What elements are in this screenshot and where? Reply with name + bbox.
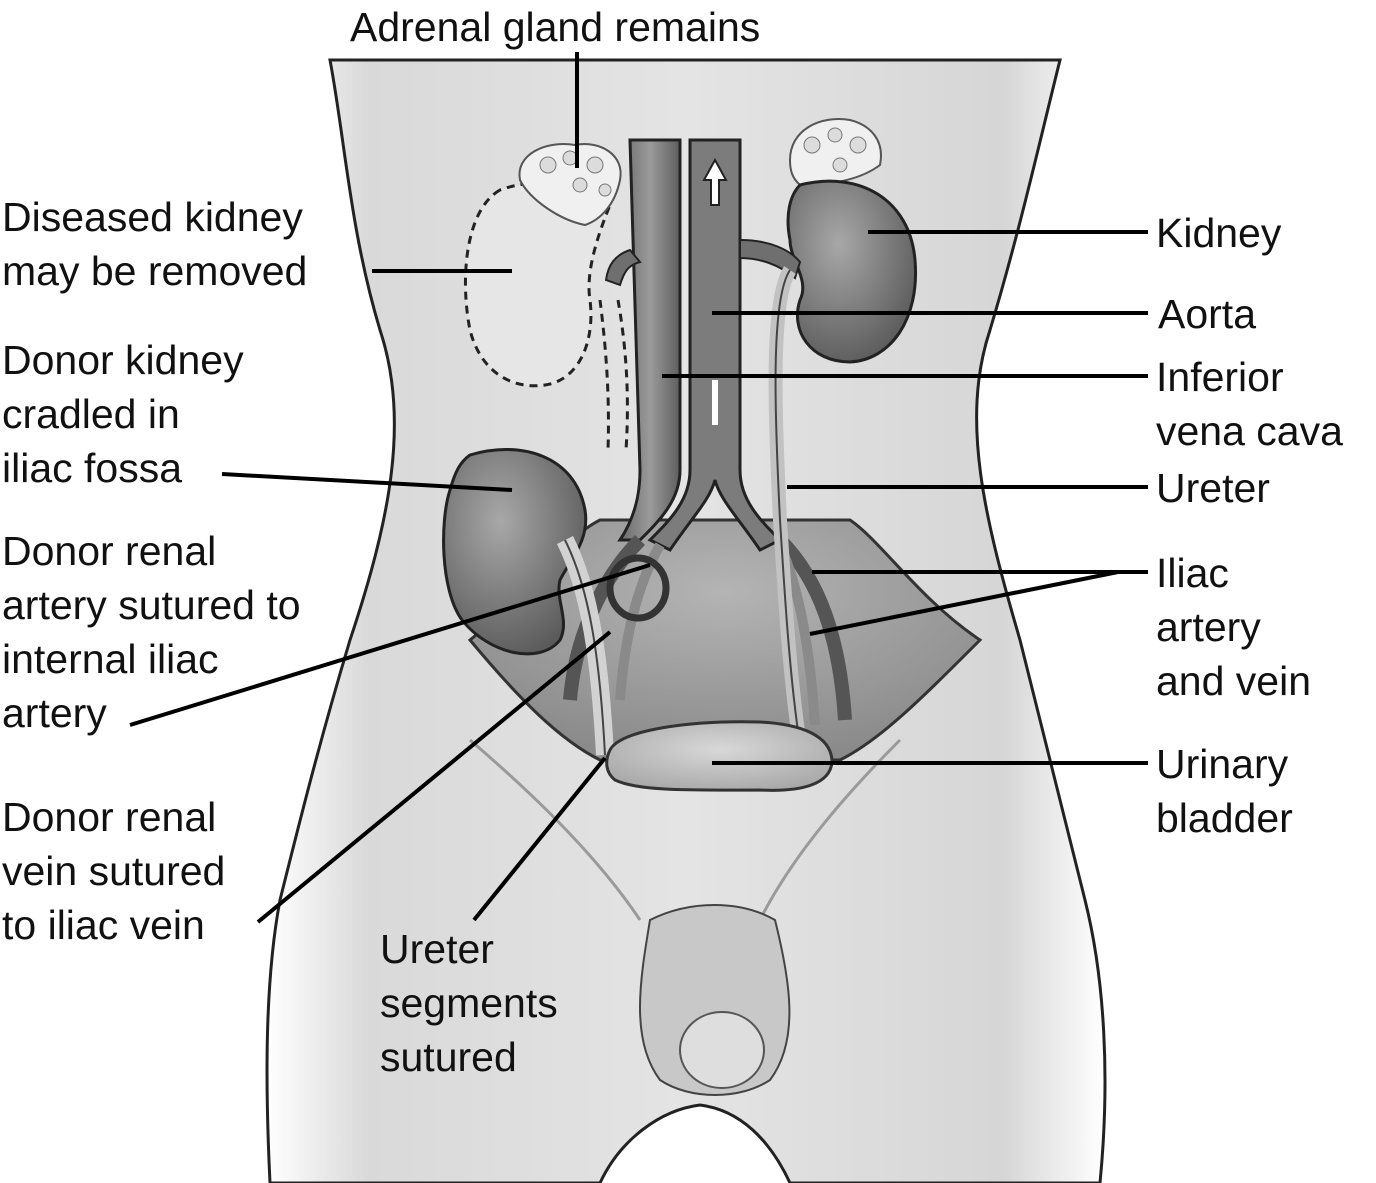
label-line: bladder [1156, 795, 1293, 841]
label-line: vena cava [1156, 408, 1343, 454]
label-line: sutured [380, 1034, 517, 1080]
label-donor-renal-vein: Donor renal vein sutured to iliac vein [2, 790, 225, 952]
label-line: iliac fossa [2, 445, 183, 491]
label-inferior-vena-cava: Inferior vena cava [1156, 350, 1343, 458]
label-line: segments [380, 980, 558, 1026]
label-donor-renal-artery: Donor renal artery sutured to internal i… [2, 524, 301, 740]
label-donor-kidney: Donor kidney cradled in iliac fossa [2, 333, 244, 495]
label-line: artery sutured to [2, 582, 301, 628]
label-aorta: Aorta [1158, 287, 1256, 341]
leader-ureter-segments [472, 756, 607, 922]
label-line: may be removed [2, 248, 308, 294]
label-line: Aorta [1158, 291, 1256, 337]
kidney-left [786, 179, 918, 364]
label-line: Ureter [380, 926, 494, 972]
label-iliac-artery-and-vein: Iliac artery and vein [1156, 546, 1311, 708]
great-vessels [604, 138, 802, 552]
label-line: internal iliac [2, 636, 219, 682]
urinary-bladder [605, 720, 834, 792]
label-line: Adrenal gland remains [350, 4, 761, 50]
label-line: Inferior [1156, 354, 1284, 400]
label-line: Kidney [1156, 210, 1282, 256]
leader-lines [129, 52, 1148, 924]
label-ureter-segments-sutured: Ureter segments sutured [380, 922, 558, 1084]
label-line: artery [2, 690, 107, 736]
adrenal-gland-right [518, 143, 622, 227]
label-line: Donor renal [2, 794, 217, 840]
label-line: and vein [1156, 658, 1312, 704]
adrenal-gland-left [788, 118, 882, 187]
label-line: Urinary [1156, 741, 1289, 787]
label-line: Iliac [1156, 550, 1229, 596]
label-line: vein sutured [2, 848, 226, 894]
label-ureter: Ureter [1156, 461, 1270, 515]
label-adrenal-gland-remains: Adrenal gland remains [350, 0, 760, 54]
label-line: Donor kidney [2, 337, 244, 383]
label-urinary-bladder: Urinary bladder [1156, 737, 1293, 845]
donor-kidney [442, 448, 614, 756]
external-genitalia [639, 904, 791, 1096]
label-diseased-kidney: Diseased kidney may be removed [2, 190, 307, 298]
leader-donor-kidney [221, 472, 513, 492]
label-line: Ureter [1156, 465, 1270, 511]
label-line: Donor renal [2, 528, 217, 574]
label-line: to iliac vein [2, 902, 205, 948]
label-line: artery [1156, 604, 1261, 650]
label-line: Diseased kidney [2, 194, 303, 240]
leader-donor-vein [256, 630, 612, 924]
leader-iliac-2 [809, 570, 1119, 636]
leader-donor-artery [129, 563, 651, 727]
label-line: cradled in [2, 391, 180, 437]
label-kidney: Kidney [1156, 206, 1281, 260]
